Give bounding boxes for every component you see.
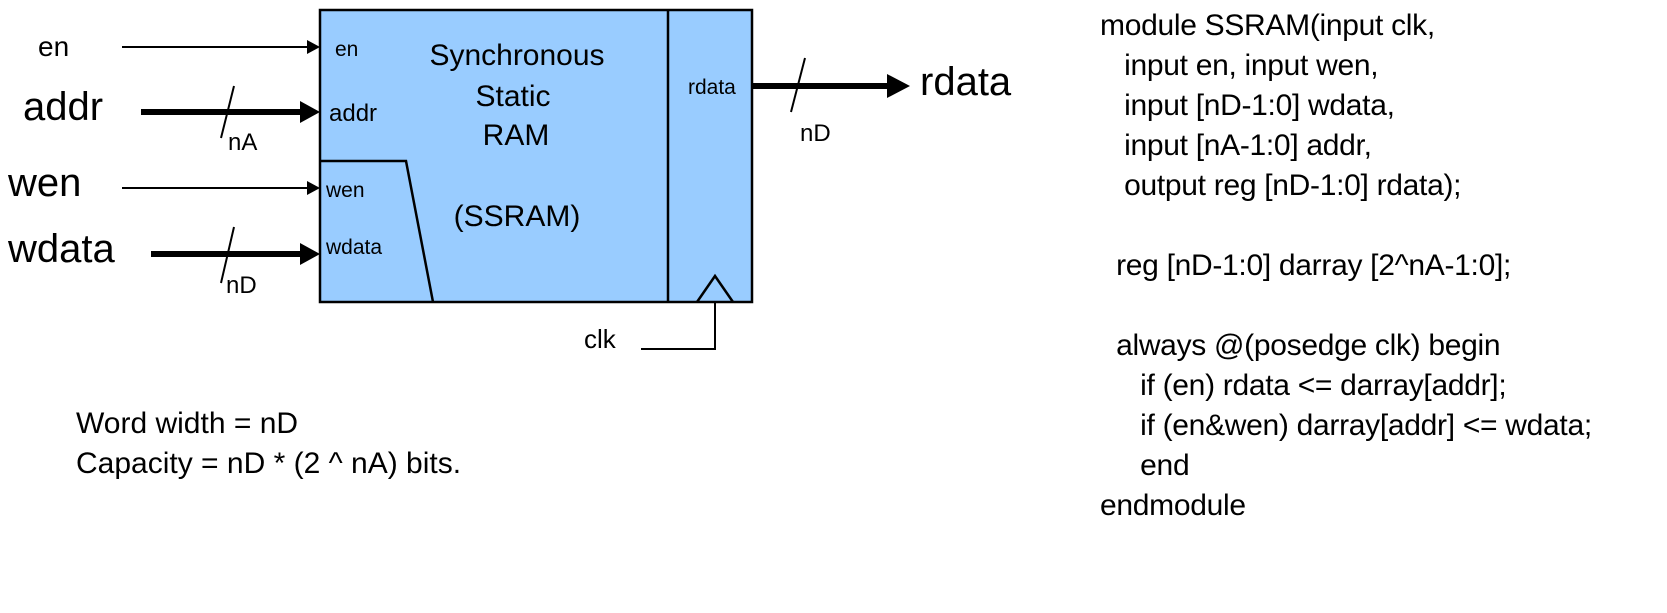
- input-label-en: en: [38, 31, 69, 62]
- clock-triangle-icon: [695, 273, 735, 303]
- clock-signal-line: [641, 302, 716, 350]
- ram-parameter-notes: Word width = nD Capacity = nD * (2 ^ nA)…: [76, 404, 461, 484]
- write-port-outline: [320, 159, 435, 303]
- block-title-line1: Synchronous: [429, 39, 604, 72]
- code-line: ​: [1100, 206, 1592, 246]
- input-label-wdata: wdata: [7, 227, 115, 271]
- wdata-arrow-icon: [300, 243, 320, 265]
- clock-label: clk: [584, 324, 617, 354]
- addr-arrow-icon: [300, 101, 320, 123]
- wdata-bus-slash: [220, 226, 235, 284]
- block-title-line2: Static: [475, 80, 550, 113]
- code-line: input [nD-1:0] wdata,: [1100, 89, 1395, 122]
- ssram-block: [318, 8, 754, 304]
- code-line: output reg [nD-1:0] rdata);: [1100, 169, 1462, 202]
- code-line: end: [1100, 449, 1190, 482]
- code-line: input en, input wen,: [1100, 49, 1379, 82]
- port-label-rdata: rdata: [688, 76, 736, 99]
- port-label-wdata: wdata: [325, 236, 382, 259]
- code-line: input [nA-1:0] addr,: [1100, 129, 1372, 162]
- wen-arrow-icon: [307, 181, 320, 195]
- rdata-arrow-icon: [887, 74, 910, 98]
- code-line: always @(posedge clk) begin: [1100, 329, 1501, 362]
- input-label-wen: wen: [7, 161, 81, 205]
- addr-bus-slash: [220, 85, 235, 139]
- code-line: if (en) rdata <= darray[addr];: [1100, 369, 1507, 402]
- verilog-code-listing: module SSRAM(input clk, input en, input …: [1100, 6, 1592, 526]
- code-line: ​: [1100, 286, 1592, 326]
- rdata-bus-slash: [790, 57, 806, 113]
- block-abbrev: (SSRAM): [454, 200, 581, 233]
- port-label-en: en: [335, 38, 358, 61]
- port-label-addr: addr: [329, 100, 377, 127]
- rdata-width-label: nD: [800, 120, 831, 147]
- capacity-note: Capacity = nD * (2 ^ nA) bits.: [76, 447, 462, 480]
- code-line: module SSRAM(input clk,: [1100, 9, 1435, 42]
- wdata-width-label: nD: [226, 272, 257, 299]
- code-line: endmodule: [1100, 489, 1246, 522]
- word-width-note: Word width = nD: [76, 407, 299, 440]
- input-label-addr: addr: [23, 85, 103, 129]
- output-label-rdata: rdata: [920, 60, 1012, 104]
- code-line: if (en&wen) darray[addr] <= wdata;: [1100, 409, 1592, 442]
- block-title-line3: RAM: [483, 119, 550, 152]
- port-label-wen: wen: [325, 179, 365, 202]
- addr-width-label: nA: [228, 129, 257, 156]
- en-arrow-icon: [307, 40, 320, 54]
- code-line: reg [nD-1:0] darray [2^nA-1:0];: [1100, 249, 1512, 282]
